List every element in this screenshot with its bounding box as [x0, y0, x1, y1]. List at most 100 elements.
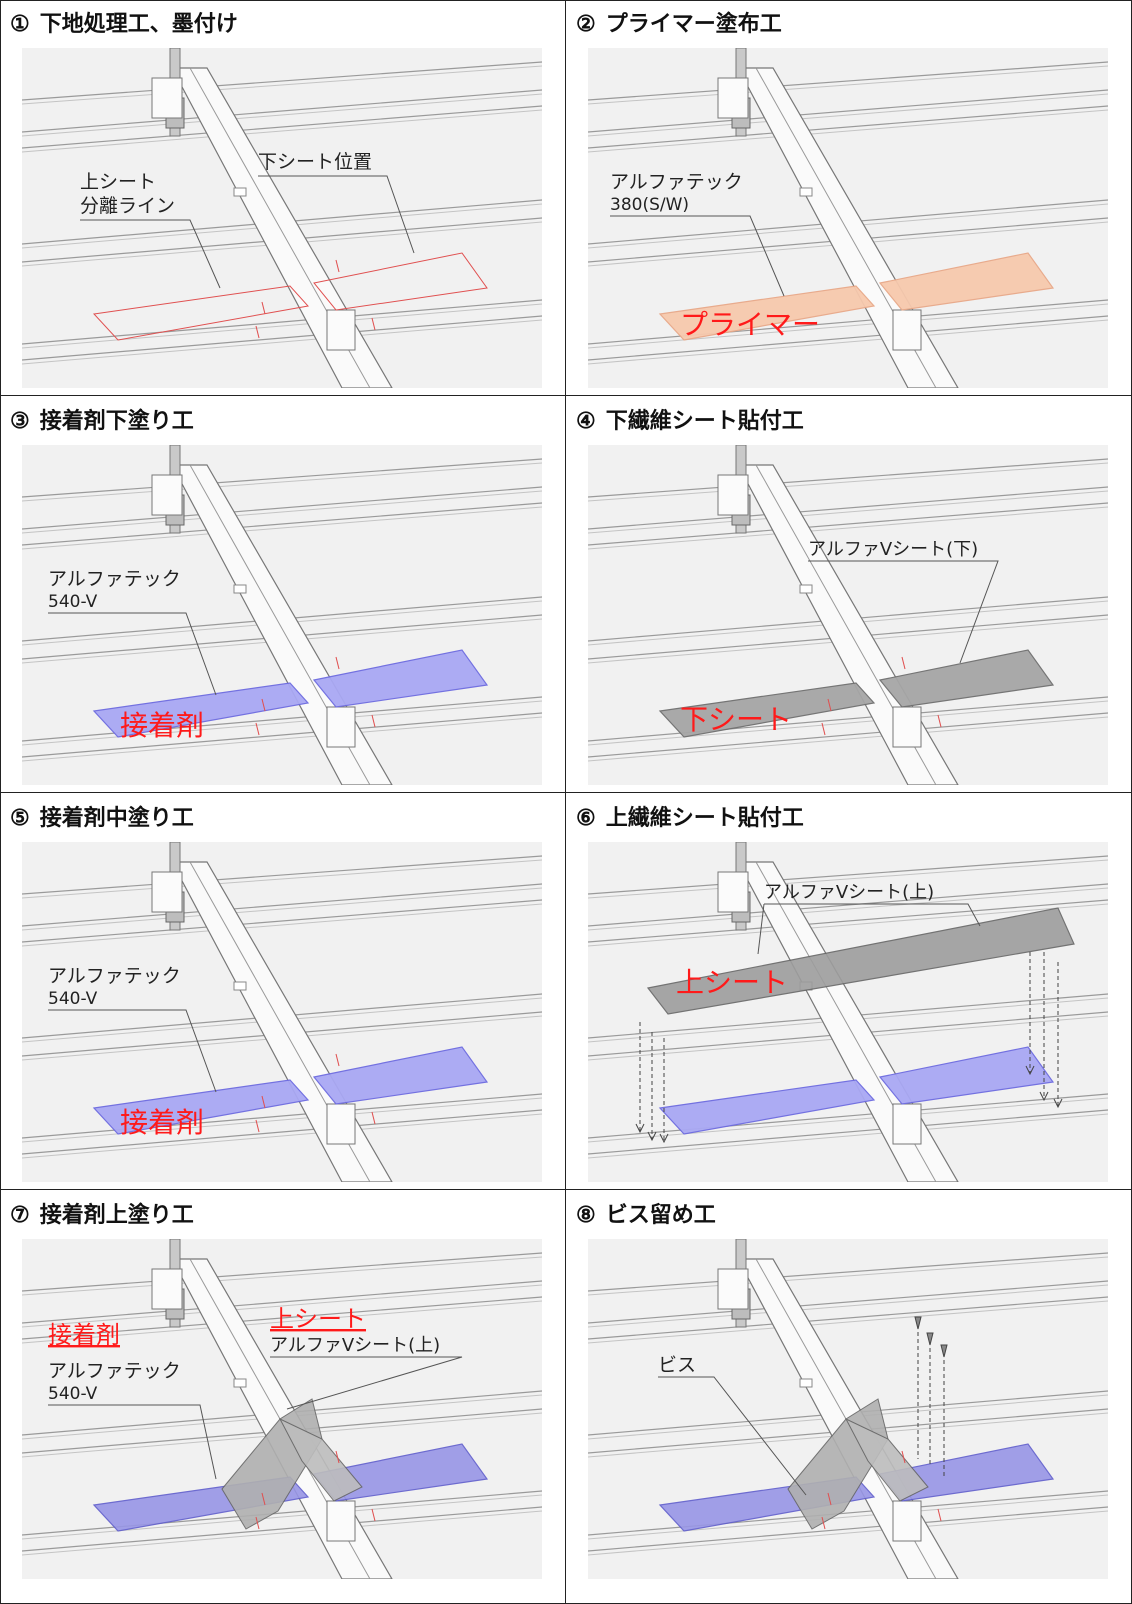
step-title-text: 接着剤上塗り工: [39, 1202, 194, 1228]
beam-joint: [799, 187, 813, 197]
ceiling-rail-line: [588, 93, 1108, 137]
row-divider-1: [0, 395, 1132, 396]
beam-bracket: [892, 309, 922, 351]
placement-arrowhead: [1025, 1065, 1035, 1076]
step-title: ⑦ 接着剤上塗り工: [10, 1197, 194, 1229]
ceiling-rail-line: [22, 93, 542, 137]
placement-arrowhead: [659, 1133, 669, 1144]
ceiling-rail-line: [22, 109, 542, 153]
step-number: ④: [576, 408, 596, 434]
label-product-name: アルファテック: [48, 568, 181, 590]
label-upper-sheet-product: アルファVシート(上): [270, 1335, 440, 1356]
marking-tick: [827, 1492, 832, 1506]
ceiling-rail-line: [588, 486, 1108, 530]
beam-bracket: [151, 1268, 183, 1310]
beam-bracket: [717, 474, 749, 516]
ceiling-rail-line: [588, 458, 1108, 498]
label-adhesive: 接着剤: [120, 709, 204, 742]
beam-bracket: [326, 706, 356, 748]
marking-tick: [821, 722, 826, 736]
leader-line: [48, 1009, 217, 1093]
ceiling-rail-line: [588, 1256, 1108, 1296]
ceiling-rail-line: [588, 61, 1108, 101]
ceiling-rail-line: [588, 883, 1108, 927]
ceiling-rail-line: [588, 299, 1108, 345]
ceiling-structure: [588, 1239, 1108, 1579]
ceiling-rail-line: [588, 700, 1108, 746]
ceiling-rail-line: [588, 1097, 1108, 1143]
ceiling-rail-line: [22, 61, 542, 101]
ceiling-rail-line: [588, 887, 1108, 931]
ceiling-rail-line: [22, 1252, 542, 1292]
beam-bracket: [892, 706, 922, 748]
beam-joint: [233, 981, 247, 991]
ceiling-rail-line: [588, 315, 1108, 361]
ceiling-rail-line: [588, 1284, 1108, 1328]
ceiling-structure: [22, 1239, 542, 1579]
main-beam: [171, 67, 393, 388]
label-upper-sheet: 上シート: [80, 171, 156, 193]
ceiling-rail-line: [22, 855, 542, 895]
step-number: ⑥: [576, 805, 596, 831]
ceiling-rail-line: [588, 712, 1108, 758]
ceiling-structure: [22, 48, 542, 388]
ceiling-rail-line: [22, 89, 542, 133]
label-lower-sheet-position: 下シート位置: [258, 151, 372, 173]
label-product-name: アルファテック: [48, 1360, 181, 1382]
ceiling-rail-line: [22, 1109, 542, 1155]
upper-sheet-outline: [92, 285, 309, 341]
ceiling-rail-line: [22, 105, 542, 149]
ceiling-rail-line: [22, 1296, 542, 1340]
upper-sheet: [646, 907, 1075, 1015]
placement-arrowhead: [647, 1131, 657, 1142]
beam-bracket: [892, 1103, 922, 1145]
ceiling-rail-line: [588, 855, 1108, 895]
adhesive-area: [658, 1079, 876, 1135]
marking-tick: [255, 722, 260, 736]
step-illustration: アルファVシート(下)下シート: [588, 445, 1108, 785]
marking-tick: [371, 714, 376, 728]
ceiling-rail-line: [22, 462, 542, 502]
beam-bracket: [326, 1103, 356, 1145]
ceiling-rail-line: [588, 319, 1108, 365]
leader-line: [80, 219, 221, 289]
step-title-text: 上繊維シート貼付工: [605, 805, 804, 831]
beam-joint: [799, 1378, 813, 1388]
folded-upper-sheet: [844, 1417, 929, 1502]
ceiling-rail-line: [22, 716, 542, 762]
row-divider-3: [0, 1189, 1132, 1190]
leader-line: [610, 215, 785, 297]
step-number: ⑦: [10, 1202, 30, 1228]
beam-bracket: [717, 77, 749, 119]
marking-tick: [371, 317, 376, 331]
lower-sheet: [878, 649, 1055, 708]
ceiling-rail-line: [22, 1300, 542, 1344]
marking-tick: [255, 325, 260, 339]
ceiling-rail-line: [22, 315, 542, 361]
step-title-text: 下繊維シート貼付工: [605, 408, 804, 434]
beam-bracket: [892, 1500, 922, 1542]
ceiling-rail-line: [588, 1252, 1108, 1292]
step-panel: ④ 下繊維シート貼付工アルファVシート(下)下シート: [566, 397, 1131, 792]
step-title: ⑥ 上繊維シート貼付工: [576, 800, 804, 832]
beam-bracket: [151, 77, 183, 119]
ceiling-rail-line: [588, 1490, 1108, 1536]
label-screw: ビス: [658, 1354, 696, 1376]
ceiling-rail-line: [22, 903, 542, 947]
ceiling-rail-line: [22, 506, 542, 550]
adhesive-area: [92, 1079, 310, 1135]
screw-icon: [940, 1344, 948, 1358]
label-product-code: 380(S/W): [610, 195, 689, 215]
step-title-text: プライマー塗布工: [605, 11, 782, 37]
marking-tick: [937, 714, 942, 728]
step-title-text: ビス留め工: [605, 1202, 716, 1228]
ceiling-rail-line: [588, 490, 1108, 534]
ceiling-rail-line: [588, 1109, 1108, 1155]
